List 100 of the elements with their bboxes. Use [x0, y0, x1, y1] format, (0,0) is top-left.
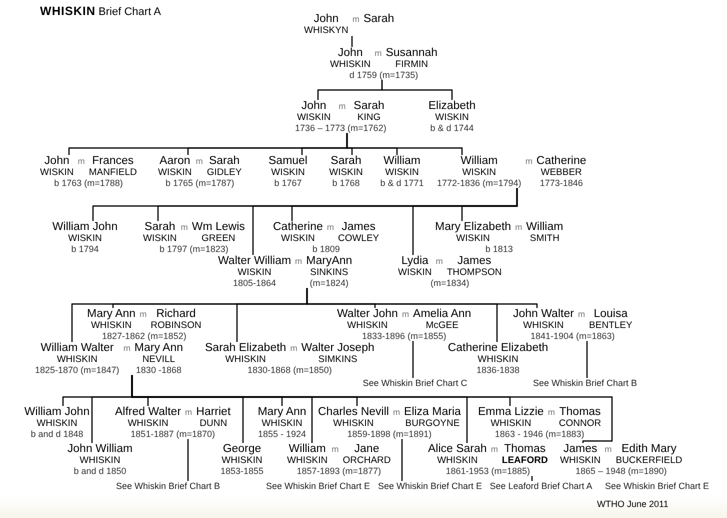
life-dates: 1825-1870 (m=1847): [35, 365, 120, 375]
surname: THOMPSON: [446, 267, 502, 278]
surname: WISKIN: [143, 233, 177, 244]
chart-reference: See Whiskin Brief Chart B: [116, 481, 220, 491]
person-name: Eliza Maria: [404, 406, 461, 418]
life-dates: b 1809: [311, 244, 341, 254]
surname: WHISKIN: [346, 320, 389, 331]
connector-line: [531, 475, 533, 481]
life-dates: 1857-1893 (m=1877): [296, 466, 382, 476]
person-name: Sarah: [208, 155, 241, 167]
life-dates: 1841-1904 (m=1863): [530, 331, 616, 341]
connector-line: [401, 438, 403, 481]
life-dates: 1836-1838: [475, 365, 521, 375]
person-name: William: [526, 221, 564, 233]
person-name: William: [382, 155, 422, 167]
life-dates: 1736 – 1773 (m=1762): [295, 123, 386, 133]
surname: WISKIN: [158, 167, 192, 178]
surname: WHISKIN: [332, 418, 375, 429]
surname: LEAFORD: [502, 455, 548, 466]
person-name: James: [456, 255, 492, 267]
surname: WHISKIN: [36, 418, 78, 429]
surname: GREEN: [200, 233, 236, 244]
surname: GIDLEY: [206, 167, 242, 178]
person-name: George: [222, 443, 262, 455]
surname: WEBBER: [540, 167, 583, 178]
surname: SMITH: [528, 233, 560, 244]
connector-line: [412, 340, 414, 378]
person-name: Thomas: [503, 443, 547, 455]
person-name: William: [460, 155, 499, 167]
surname: WHISKIN: [476, 354, 520, 365]
surname: KING: [356, 112, 382, 123]
marriage-symbol: m: [180, 221, 189, 233]
person-name: Walter Joseph: [301, 342, 374, 354]
person-name: Catherine Elizabeth: [448, 342, 548, 354]
surname: WISKIN: [296, 112, 332, 123]
life-dates: 1863 - 1946 (m=1883): [494, 429, 586, 439]
person-name: John: [312, 13, 340, 25]
person-name: John: [43, 155, 70, 167]
surname: WISKIN: [67, 233, 103, 244]
connector-line: [187, 438, 189, 481]
life-dates: 1865 – 1948 (m=1890): [574, 466, 668, 476]
marriage-symbol: m: [351, 13, 360, 25]
person-name: MaryAnn: [306, 255, 352, 267]
surname: WHISKIN: [220, 455, 264, 466]
chart-reference: See Leaford Brief Chart A: [490, 481, 592, 491]
marriage-symbol: m: [576, 308, 586, 320]
person-name: Jane: [353, 443, 380, 455]
life-dates: 1851-1887 (m=1870): [130, 429, 216, 439]
marriage-symbol: m: [514, 221, 524, 233]
life-dates: 1827-1862 (m=1852): [101, 331, 188, 341]
person-name: Sarah: [330, 155, 362, 167]
life-dates: 1853-1855: [220, 466, 264, 476]
person-name: William Walter: [40, 342, 115, 354]
person-name: Charles Nevill: [318, 406, 389, 418]
person-name: Thomas: [558, 406, 602, 418]
marriage-symbol: m: [434, 255, 444, 267]
chart-reference: See Whiskin Brief Chart B: [532, 378, 638, 388]
connector-line: [412, 188, 518, 255]
surname: WISKIN: [329, 167, 363, 178]
person-name: Mary Ann: [87, 308, 136, 320]
life-dates: 1859-1898 (m=1891): [346, 429, 433, 439]
life-dates: 1861-1953 (m=1885): [444, 466, 532, 476]
person-name: Emma Lizzie: [478, 406, 544, 418]
marriage-symbol: m: [138, 308, 148, 320]
life-dates: d 1759 (m=1735): [348, 70, 420, 80]
surname: WISKIN: [384, 167, 420, 178]
surname: NEVILL: [141, 354, 176, 365]
surname: WHISKIN: [436, 455, 479, 466]
surname: WHISKIN: [560, 455, 601, 466]
person-name: Alice Sarah: [428, 443, 487, 455]
surname: WHISKIN: [126, 418, 170, 429]
marriage-symbol: m: [546, 406, 556, 418]
surname: WISKIN: [280, 233, 316, 244]
life-dates: b 1765 (m=1787): [164, 178, 236, 188]
person-name: Susannah: [386, 47, 438, 59]
surname: WHISKIN: [56, 354, 98, 365]
person-name: Amelia Ann: [413, 308, 472, 320]
person-name: John: [336, 47, 364, 59]
life-dates: 1830 -1868: [134, 365, 182, 375]
marriage-symbol: m: [490, 443, 499, 455]
marriage-symbol: m: [374, 47, 383, 59]
marriage-symbol: m: [294, 255, 304, 267]
connector-line: [586, 340, 588, 378]
surname: WISKIN: [434, 112, 470, 123]
life-dates: b 1813: [484, 244, 514, 254]
person-name: John: [300, 100, 328, 112]
life-dates: (m=1824): [308, 278, 350, 288]
person-name: Lydia: [400, 255, 430, 267]
surname: WISKIN: [40, 167, 74, 178]
surname: ORCHARD: [342, 455, 391, 466]
surname: WHISKIN: [490, 418, 532, 429]
person-name: Elizabeth: [428, 100, 476, 112]
life-dates: b 1794: [70, 244, 100, 254]
person-name: Walter William: [218, 255, 292, 267]
person-name: Alfred Walter: [115, 406, 182, 418]
surname: MANFIELD: [88, 167, 137, 178]
person-name: Louisa: [592, 308, 629, 320]
marriage-symbol: m: [392, 406, 402, 418]
person-name: Mary Ann: [134, 342, 183, 354]
person-name: Sarah Elizabeth: [205, 342, 286, 354]
